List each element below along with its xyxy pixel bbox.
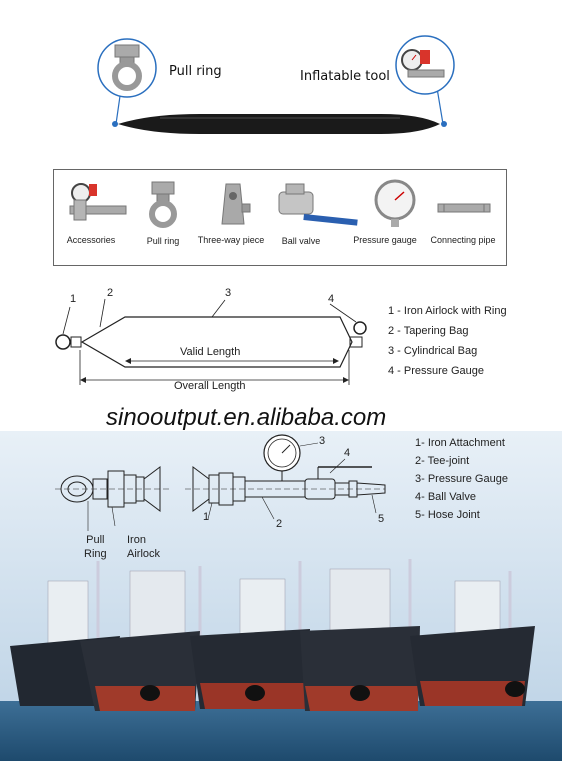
overall-length-label: Overall Length [174,380,246,392]
pull-ring-label: Pull ring [169,64,222,79]
three-way-piece-icon [221,183,251,225]
ball-valve-label: Ball valve [281,236,321,246]
inflatable-tool-thumbnail [395,35,455,95]
left-callout-dot [112,121,118,127]
fittings-legend-item: 3- Pressure Gauge [415,473,508,485]
valid-length-label: Valid Length [180,346,241,358]
fitting-callout-2: 2 [276,518,283,530]
pressure-gauge-label: Pressure gauge [353,235,417,245]
bag-dimension-diagram: 1 2 3 4 Valid Length Overall Length 1 - … [0,282,562,402]
ship-photo-section: 1 2 3 4 5 Pull Ring Iron Airlock 1- Iron… [0,431,562,761]
fittings-legend-item: 1- Iron Attachment [415,437,505,449]
three-way-piece-label: Three-way piece [197,235,265,245]
watermark-text: sinooutput.en.alibaba.com [106,404,387,431]
iron-airlock-label: Iron Airlock [127,534,161,560]
accessories-label: Accessories [66,235,116,245]
bag-outline-drawing [55,298,367,385]
connecting-pipe-label: Connecting pipe [430,235,496,245]
pull-ring-icon [149,181,177,228]
accessories-icon [69,183,127,221]
right-callout-dot [441,121,447,127]
callout-4: 4 [328,293,335,305]
fittings-legend-item: 4- Ball Valve [415,491,476,503]
fittings-legend-item: 5- Hose Joint [415,509,480,521]
pull-ring-item-label: Pull ring [146,236,180,246]
fitting-callout-1: 1 [203,511,210,523]
accessories-panel: Accessories Pull ring Three-way piece Ba… [53,169,507,266]
fittings-legend: 1- Iron Attachment 2- Tee-joint 3- Press… [415,434,508,524]
airbag-overview: Pull ring Inflatable tool [0,0,562,160]
fittings-legend-item: 2- Tee-joint [415,455,470,467]
ships-background [0,431,562,761]
callout-3: 3 [225,287,232,299]
pressure-gauge-icon [374,179,416,227]
pull-ring-thumbnail [97,38,157,98]
bag-legend-item: 4 - Pressure Gauge [388,365,484,377]
bag-legend-item: 2 - Tapering Bag [388,325,469,337]
airbag-overview-drawing [97,35,455,134]
fitting-callout-3: 3 [319,435,326,447]
pull-ring-fitting-label: Pull Ring [84,534,107,560]
accessories-drawing [69,179,491,228]
fitting-callout-5: 5 [378,513,385,525]
fitting-callout-4: 4 [344,447,351,459]
connecting-pipe-icon [437,203,491,213]
callout-2: 2 [107,287,114,299]
bag-legend-item: 1 - Iron Airlock with Ring [388,305,507,317]
fittings-drawing [55,434,386,531]
callout-1: 1 [70,293,77,305]
bag-legend-item: 3 - Cylindrical Bag [388,345,478,357]
inflatable-tool-label: Inflatable tool [300,69,390,84]
bag-legend: 1 - Iron Airlock with Ring 2 - Tapering … [388,301,507,381]
ball-valve-icon [278,183,358,226]
